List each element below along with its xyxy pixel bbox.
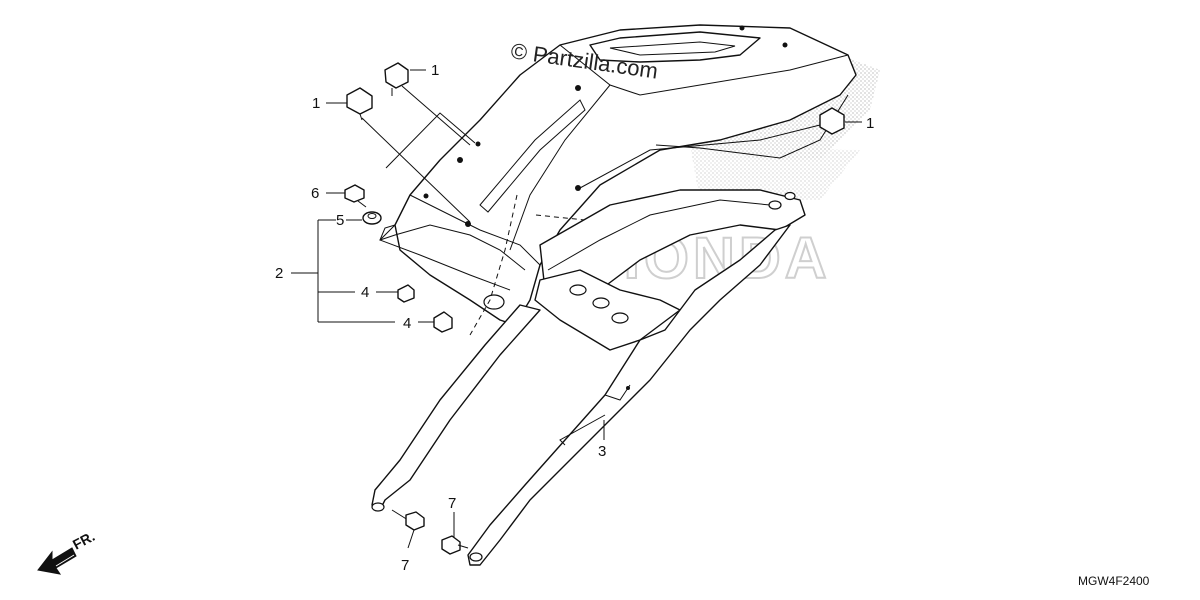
grommet-5 [362, 211, 382, 225]
callout-7-left: 7 [401, 557, 409, 574]
callout-5: 5 [336, 212, 344, 229]
callout-6: 6 [311, 185, 319, 202]
bolt-7-right [441, 535, 469, 555]
callout-7-right: 7 [448, 495, 456, 512]
leader-lines [291, 69, 862, 549]
callout-4-upper: 4 [361, 284, 369, 301]
rear-frame-stay [371, 189, 806, 566]
diagram-code: MGW4F2400 [1078, 574, 1150, 588]
front-direction-arrow-icon [37, 547, 77, 575]
clip-nut-left [346, 87, 373, 121]
callout-1-upper: 1 [431, 62, 439, 79]
callout-1-left: 1 [312, 95, 320, 112]
callout-4-lower: 4 [403, 315, 411, 332]
callout-2: 2 [275, 265, 283, 282]
rear-fender [379, 24, 880, 326]
callout-3: 3 [598, 443, 606, 460]
clip-nut-right [819, 107, 845, 135]
rubber-4-upper [397, 284, 415, 303]
bolt-6 [344, 184, 367, 208]
clip-nut-upper [384, 62, 409, 96]
rubber-4-lower [433, 311, 453, 333]
front-direction-label: FR. [70, 528, 97, 553]
bolt-7-left [391, 509, 425, 531]
callout-1-right: 1 [866, 115, 874, 132]
